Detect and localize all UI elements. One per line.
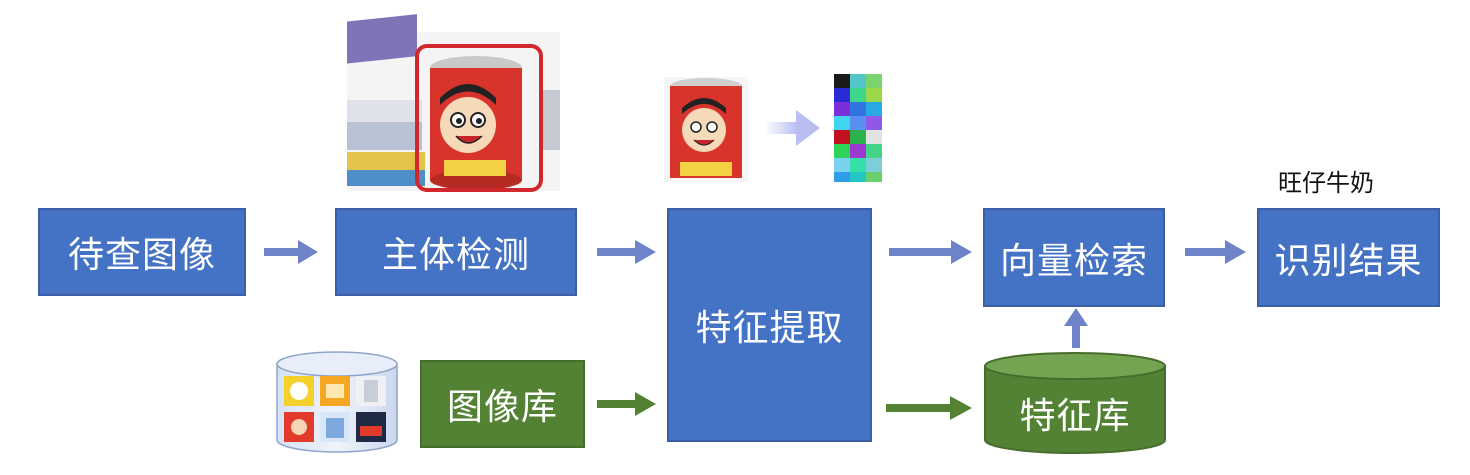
result-caption: 旺仔牛奶 [1278, 169, 1374, 197]
query-image-label: 待查图像 [67, 235, 216, 276]
image-library-label: 图像库 [446, 387, 558, 428]
subject-detection-box: 主体检测 [335, 208, 577, 296]
arrow-extraction-to-search [889, 240, 972, 264]
detection-bounding-box [415, 44, 543, 192]
feature-vector-strip [834, 74, 882, 182]
feature-library-label: 特征库 [1019, 396, 1131, 437]
arrow-search-to-result [1185, 240, 1246, 264]
recognition-result-label: 识别结果 [1274, 240, 1423, 282]
query-image-box: 待查图像 [38, 208, 246, 296]
arrow-featurelib-to-search [1064, 308, 1088, 348]
arrow-detection-to-extraction [597, 240, 656, 264]
feature-extraction-box: 特征提取 [667, 208, 872, 442]
feature-extraction-label: 特征提取 [695, 308, 844, 349]
arrow-extraction-to-featurelib [886, 396, 972, 420]
arrow-imagelib-to-extraction [597, 392, 656, 416]
arrow-query-to-detection [264, 240, 318, 264]
cropped-product-image [664, 77, 748, 182]
product-thumbnail-grid [284, 376, 386, 442]
recognition-result-box: 识别结果 [1257, 208, 1440, 307]
feature-library-label-wrap: 特征库 [985, 378, 1165, 448]
image-library-box: 图像库 [420, 360, 585, 448]
vector-search-box: 向量检索 [983, 208, 1165, 307]
subject-detection-label: 主体检测 [381, 235, 530, 276]
feature-transform-arrow [764, 110, 820, 146]
feature-library-cylinder [984, 352, 1166, 454]
vector-search-label: 向量检索 [999, 240, 1148, 282]
detection-photo [347, 14, 560, 192]
image-database-cylinder [276, 351, 398, 453]
